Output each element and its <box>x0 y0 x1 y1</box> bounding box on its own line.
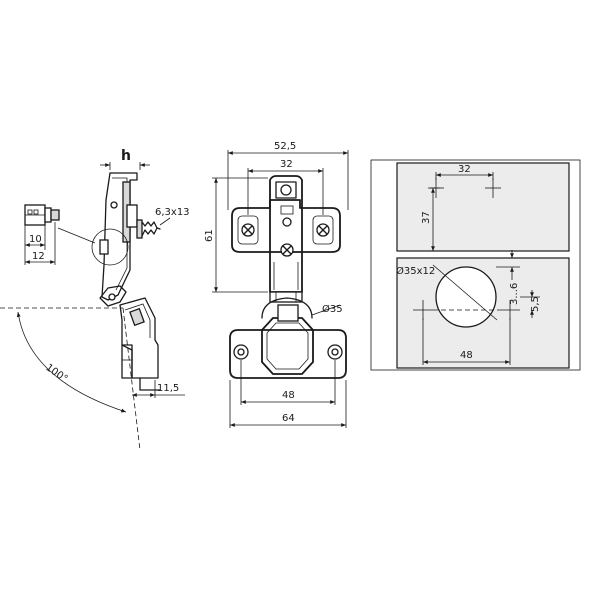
dim-64-label: 64 <box>282 413 295 424</box>
dim-32-label: 32 <box>280 159 293 170</box>
drilling-pattern: 32 37 Ø35x12 3...6 5,5 48 <box>370 159 581 371</box>
dim-12-label: 12 <box>32 251 45 262</box>
dim-10-label: 10 <box>29 234 42 245</box>
screw-size-label: 6,3x13 <box>155 207 190 218</box>
dim-52-5-label: 52,5 <box>274 141 296 152</box>
detail-circle <box>91 228 129 266</box>
drill-dim-37-label: 37 <box>421 211 432 224</box>
dim-48-label: 48 <box>282 390 295 401</box>
front-view: 52,5 32 61 <box>204 141 349 428</box>
opening-angle-label: 100° <box>43 362 69 385</box>
mounting-screw <box>136 219 161 239</box>
drill-dim-48-label: 48 <box>460 350 473 361</box>
cup-hole-label: Ø35x12 <box>396 265 435 277</box>
side-view: 10 12 h 6,3x13 <box>0 148 190 451</box>
drill-dim-32-label: 32 <box>458 164 471 175</box>
side-panel <box>396 162 570 252</box>
drill-dim-3-6-label: 3...6 <box>509 283 520 305</box>
cup-hole <box>435 266 497 328</box>
dim-11-5-label: 11,5 <box>157 383 179 394</box>
cup-diameter-label: Ø35 <box>322 303 343 315</box>
h-dimension-label: h <box>121 148 131 164</box>
dowel-detail <box>24 204 60 226</box>
dim-61-label: 61 <box>204 229 215 242</box>
drill-dim-5-5-label: 5,5 <box>530 296 541 312</box>
